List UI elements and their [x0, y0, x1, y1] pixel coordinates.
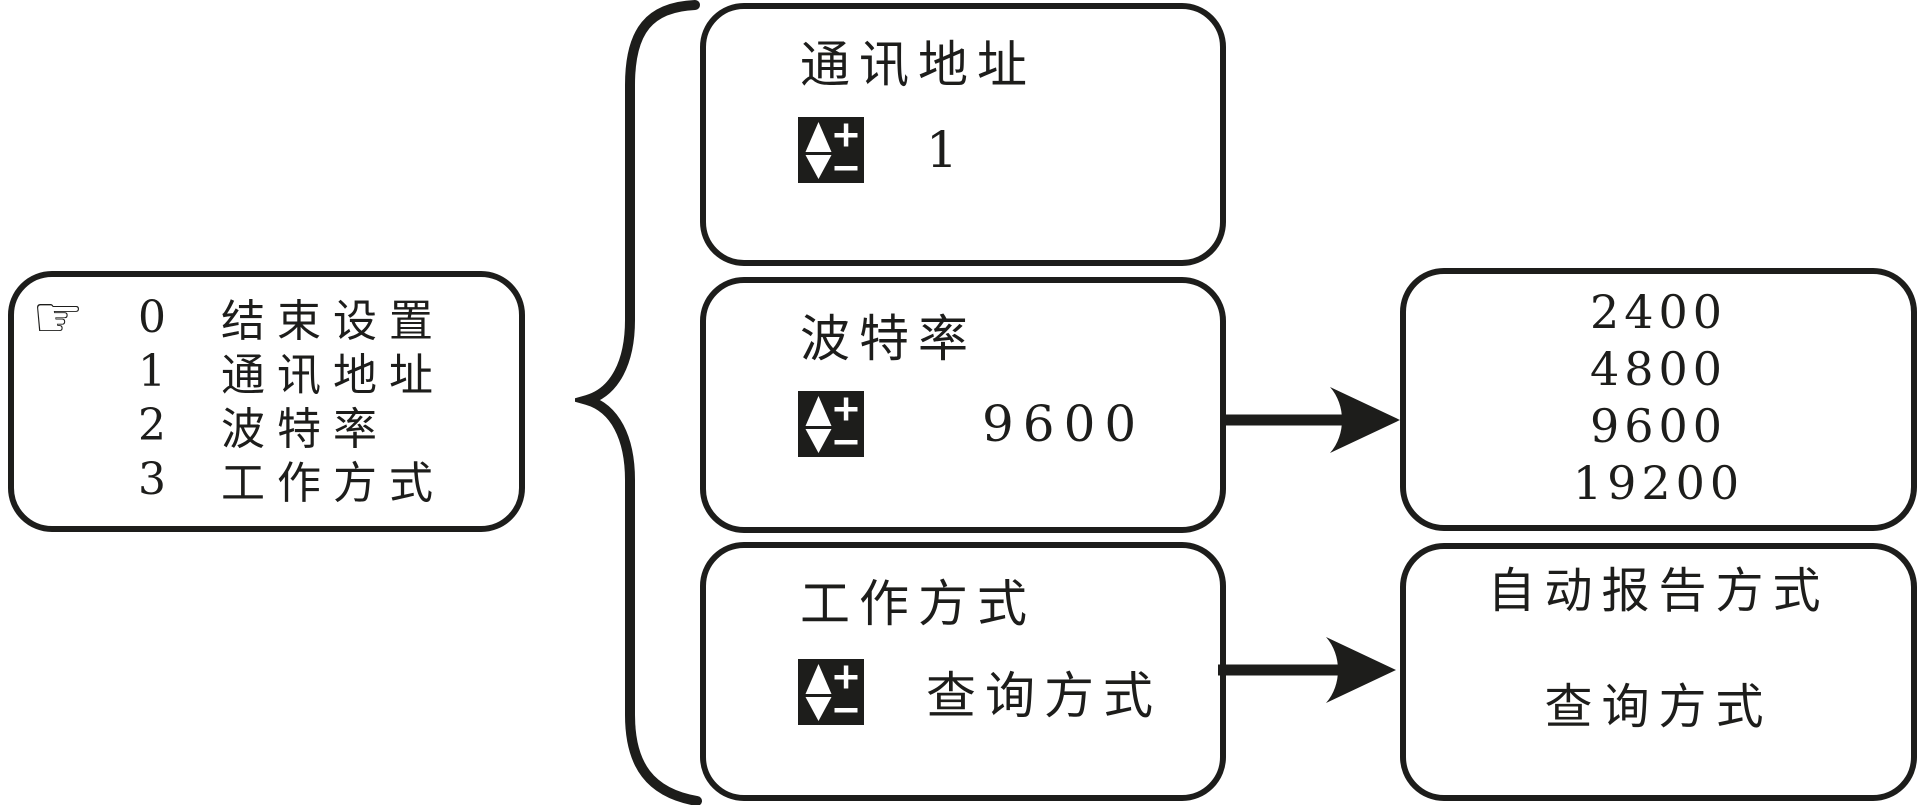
pointer-hand-icon: ☞ — [32, 283, 84, 351]
main-menu-screen: ☞ 0 结束设置 1 通讯地址 2 波特率 3 工作方式 — [8, 271, 525, 532]
screen-title: 波特率 — [800, 310, 977, 368]
comm-address-screen: 通讯地址 1 — [700, 3, 1226, 266]
menu-item-label: 工作方式 — [221, 458, 445, 509]
baud-option: 4800 — [1589, 342, 1728, 396]
screen-title: 通讯地址 — [800, 36, 1036, 94]
value-row: 查询方式 — [798, 656, 1220, 728]
menu-item-number: 3 — [138, 453, 166, 505]
work-mode-option: 自动报告方式 — [1487, 563, 1830, 619]
arrow-to-work-mode-options — [1218, 637, 1396, 703]
menu-item-comm-address: 1 通讯地址 — [14, 344, 519, 402]
baud-option: 19200 — [1572, 456, 1745, 510]
menu-item-number: 0 — [138, 291, 166, 343]
up-down-plus-minus-icon — [798, 391, 864, 457]
value-row: 9600 — [798, 391, 1220, 457]
baud-option: 9600 — [1589, 399, 1728, 453]
menu-item-label: 通讯地址 — [221, 350, 445, 401]
screen-title: 工作方式 — [800, 575, 1036, 633]
setting-value: 9600 — [982, 395, 1146, 453]
up-down-plus-minus-icon — [798, 659, 864, 725]
menu-item-label: 结束设置 — [221, 296, 445, 347]
curly-brace — [575, 0, 702, 805]
baud-rate-options-box: 2400 4800 9600 19200 — [1400, 268, 1917, 531]
up-down-plus-minus-icon — [798, 117, 864, 183]
arrow-to-baud-options — [1222, 387, 1400, 453]
menu-item-end-setup: ☞ 0 结束设置 — [14, 283, 519, 351]
setting-value: 查询方式 — [926, 667, 1162, 725]
setting-value: 1 — [926, 121, 967, 179]
work-mode-option: 查询方式 — [1544, 679, 1773, 735]
menu-item-number: 1 — [138, 345, 166, 397]
work-mode-options-box: 自动报告方式 查询方式 — [1400, 543, 1917, 801]
work-mode-screen: 工作方式 查询方式 — [700, 542, 1226, 801]
menu-item-label: 波特率 — [221, 404, 389, 455]
baud-option: 2400 — [1589, 285, 1728, 339]
menu-item-number: 2 — [138, 399, 166, 451]
menu-item-baud-rate: 2 波特率 — [14, 398, 519, 456]
value-row: 1 — [798, 117, 1220, 183]
baud-rate-screen: 波特率 9600 — [700, 277, 1226, 533]
menu-item-work-mode: 3 工作方式 — [14, 452, 519, 510]
